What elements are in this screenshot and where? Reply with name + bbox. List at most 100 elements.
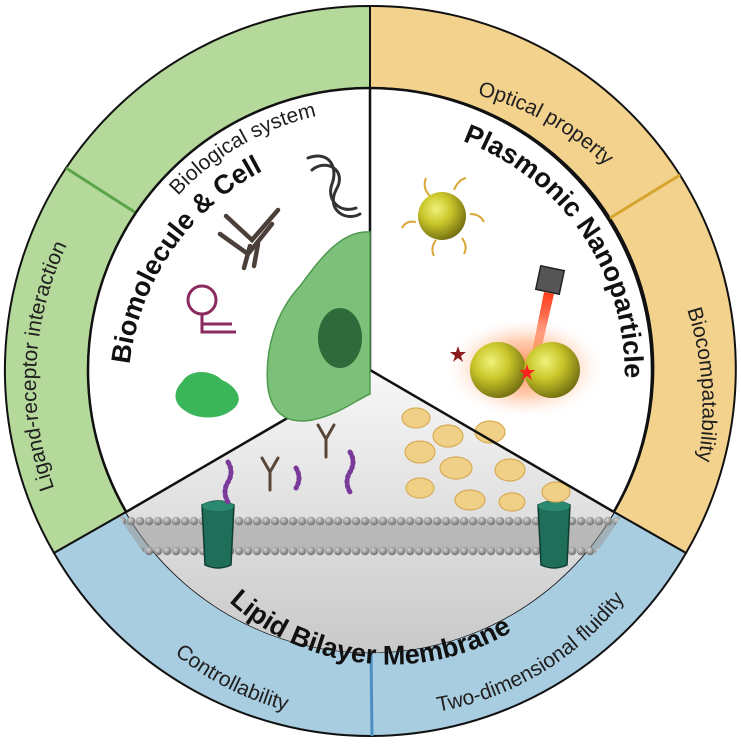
lipid-head <box>306 546 316 556</box>
lipid-head <box>360 546 370 556</box>
lipid-head <box>297 546 307 556</box>
lipid-head <box>153 546 163 556</box>
lipid-head <box>252 546 262 556</box>
lipid-head <box>486 546 496 556</box>
lipid-head <box>306 516 316 526</box>
lipid-head <box>585 546 595 556</box>
lipid-head <box>252 516 262 526</box>
lipid-head <box>261 546 271 556</box>
lipid-head <box>189 516 199 526</box>
divider-blue <box>369 651 374 737</box>
lipid-head <box>414 516 424 526</box>
lipid-head <box>594 516 604 526</box>
lipid-head <box>351 546 361 556</box>
lipid-head <box>297 516 307 526</box>
lipid-head <box>405 546 415 556</box>
cell-icon <box>266 231 371 422</box>
lipid-head <box>162 516 172 526</box>
lipid-head <box>414 546 424 556</box>
lipid-head <box>369 546 379 556</box>
lipid-head <box>324 546 334 556</box>
lipid-head <box>270 546 280 556</box>
lipid-head <box>531 546 541 556</box>
lipid-head <box>378 546 388 556</box>
lipid-head <box>486 516 496 526</box>
lipid-head <box>243 546 253 556</box>
dna-icon <box>306 154 362 218</box>
membrane-wedge <box>126 370 614 653</box>
lipid-head <box>513 516 523 526</box>
lipid-head <box>288 516 298 526</box>
lipid-head <box>603 516 613 526</box>
antibody-icon <box>260 423 336 492</box>
lipid-head <box>504 546 514 556</box>
lipid-head <box>423 546 433 556</box>
lipid-head <box>234 516 244 526</box>
lipid-head <box>522 546 532 556</box>
lipid-head <box>369 516 379 526</box>
antibody-icon <box>217 207 281 271</box>
lipid-head <box>405 516 415 526</box>
nanoparticle-dimer-icon <box>443 316 607 420</box>
lipid-head <box>270 516 280 526</box>
aptamer-icon <box>186 284 236 334</box>
lipid-head <box>324 516 334 526</box>
lipid-head <box>315 516 325 526</box>
membrane-protein-icon <box>537 500 571 569</box>
lipid-head <box>378 516 388 526</box>
lipid-head <box>423 516 433 526</box>
lipid-head <box>432 516 442 526</box>
lipid-head <box>234 546 244 556</box>
membrane-protein-icon <box>201 500 235 569</box>
divider-yellow <box>609 173 681 220</box>
ligand-chain-icon <box>222 449 356 505</box>
lipid-head <box>171 516 181 526</box>
lipid-head <box>144 516 154 526</box>
lipid-head <box>468 546 478 556</box>
lipid-head <box>153 516 163 526</box>
sector-divider-right <box>369 368 615 514</box>
lipid-head <box>180 546 190 556</box>
lipid-head <box>180 516 190 526</box>
lipid-head <box>135 516 145 526</box>
lipid-head <box>432 546 442 556</box>
lipid-head <box>513 546 523 556</box>
lipid-head <box>396 516 406 526</box>
lipid-head <box>477 546 487 556</box>
lipid-head <box>261 516 271 526</box>
lipid-head <box>450 546 460 556</box>
lipid-head <box>441 516 451 526</box>
protein-blob-icon <box>175 372 239 418</box>
lipid-head <box>387 516 397 526</box>
lipid-domain-icon <box>401 407 571 512</box>
lipid-head <box>396 546 406 556</box>
lipid-head <box>126 516 136 526</box>
lipid-head <box>279 546 289 556</box>
divider-green <box>65 166 137 215</box>
lipid-head <box>162 546 172 556</box>
lipid-head <box>189 546 199 556</box>
lipid-head <box>342 546 352 556</box>
lipid-head <box>576 546 586 556</box>
lipid-head <box>144 546 154 556</box>
lipid-head <box>342 516 352 526</box>
lipid-head <box>459 516 469 526</box>
lipid-head <box>504 516 514 526</box>
lipid-head <box>450 516 460 526</box>
lipid-head <box>477 516 487 526</box>
lipid-head <box>522 516 532 526</box>
lipid-head <box>441 546 451 556</box>
lipid-head <box>288 546 298 556</box>
lipid-head <box>333 546 343 556</box>
lipid-head <box>495 516 505 526</box>
lipid-head <box>495 546 505 556</box>
gold-nanoparticle-icon <box>401 177 485 257</box>
lipid-head <box>243 516 253 526</box>
lipid-head <box>567 546 577 556</box>
lipid-head <box>459 546 469 556</box>
lipid-head <box>576 516 586 526</box>
lipid-head <box>351 516 361 526</box>
molecule-star-icon <box>450 346 466 362</box>
